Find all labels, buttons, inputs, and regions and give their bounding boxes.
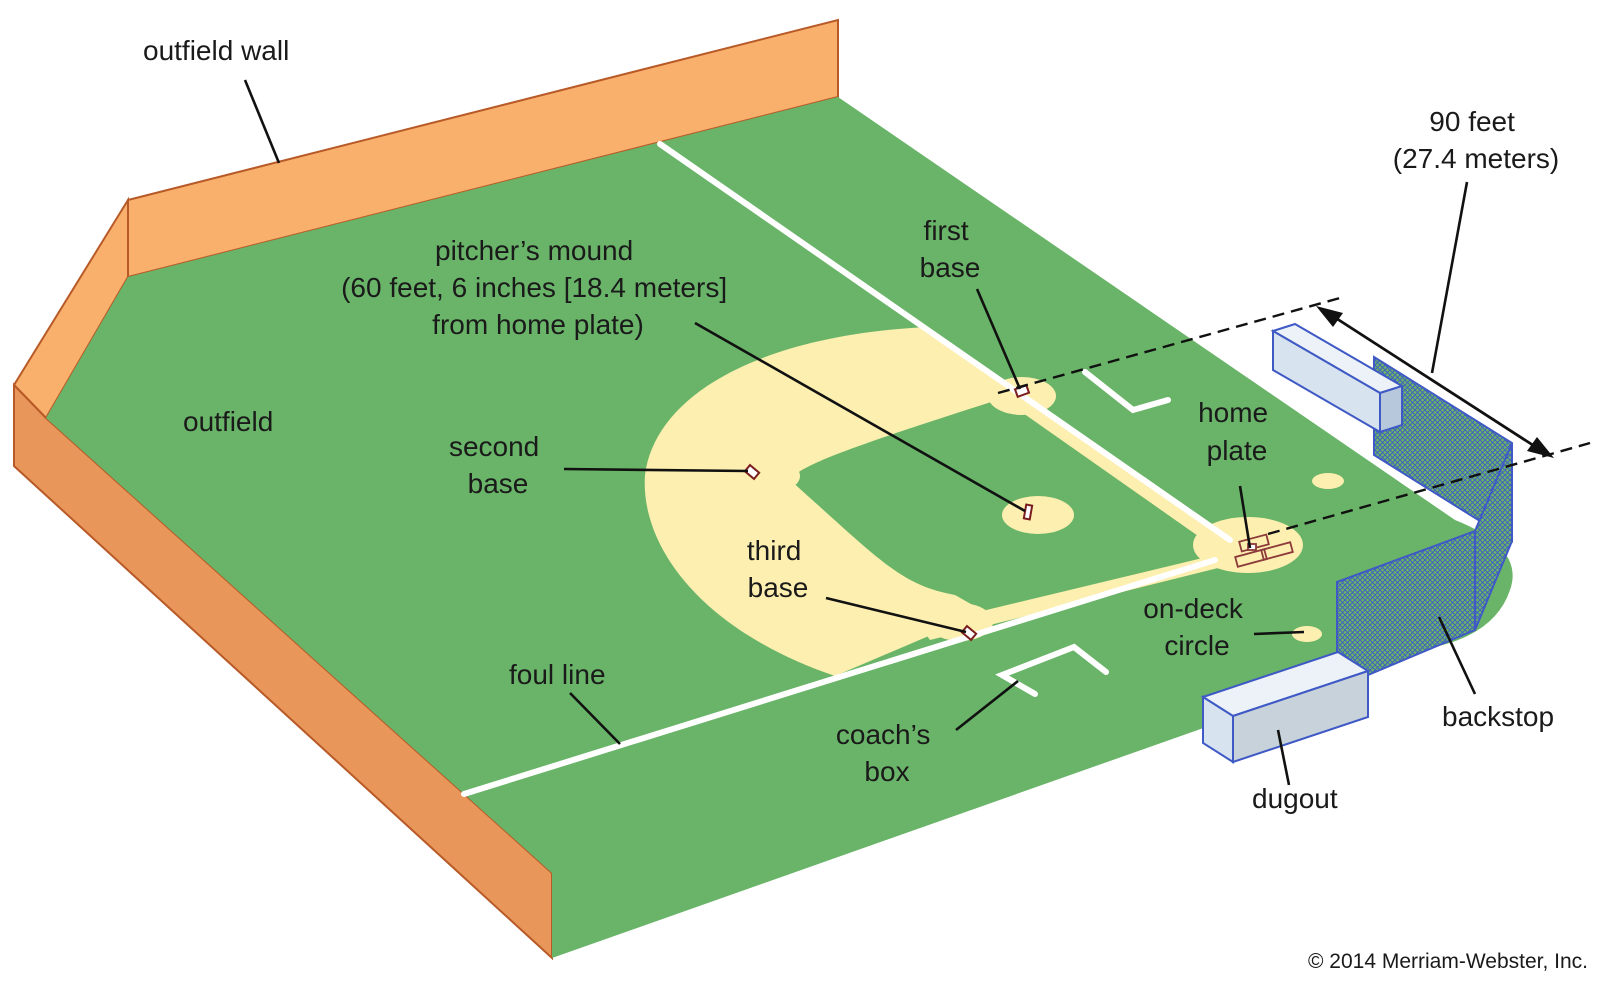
distance-dimension [997, 296, 1591, 536]
leader-outfield-wall [243, 79, 281, 164]
copyright-notice: © 2014 Merriam-Webster, Inc. [1308, 950, 1588, 973]
coachs-box-first [1082, 369, 1171, 414]
label-home-plate: home plate [1198, 397, 1276, 466]
batters-box-lower [1260, 541, 1294, 561]
on-deck-circle-right [1312, 473, 1344, 489]
leader-lines [243, 79, 1477, 786]
leader-first-base [975, 288, 1022, 390]
leader-pitchers-mound [694, 321, 1026, 513]
label-second-base: second base [449, 431, 547, 499]
first-base-line-dirt [912, 327, 1232, 550]
distance-arrowhead-bottom [1527, 437, 1554, 458]
infield-arc [644, 327, 1010, 676]
dugout-third-base [1200, 650, 1371, 764]
dugout-first-end [1379, 384, 1403, 434]
on-deck-circle-left [1292, 626, 1322, 642]
leader-on-deck-circle [1253, 630, 1305, 636]
label-third-base: third base [747, 535, 809, 603]
label-foul-line: foul line [509, 659, 606, 690]
distance-arrowhead-top [1316, 306, 1343, 327]
label-pitchers-mound: pitcher’s mound (60 feet, 6 inches [18.4… [341, 235, 735, 340]
label-outfield: outfield [183, 406, 273, 437]
outfield-wall [12, 18, 839, 961]
home-plate [1247, 543, 1257, 551]
batters-box-left [1234, 548, 1268, 568]
second-base-bag [743, 463, 761, 481]
label-first-base: first base [920, 215, 981, 283]
home-plate-boxes [1234, 533, 1294, 568]
third-base-bag [960, 624, 978, 642]
distance-dashed-line-top [997, 296, 1341, 395]
leader-coachs-box [955, 679, 1019, 732]
third-base-foul-line [461, 557, 1218, 797]
leader-home-plate [1238, 485, 1252, 549]
leader-foul-line [569, 692, 621, 745]
label-outfield-wall: outfield wall [143, 35, 289, 66]
label-dugout: dugout [1252, 783, 1338, 814]
first-base-foul-line [657, 141, 1233, 543]
leader-second-base [563, 467, 749, 473]
dugout-first-base [1270, 322, 1405, 434]
leader-third-base [825, 596, 967, 634]
label-coachs-box: coach’s box [836, 719, 938, 787]
distance-arrow-line [1327, 311, 1543, 453]
leader-backstop [1437, 616, 1477, 695]
pitchers-mound [1002, 496, 1074, 534]
second-base-cutout [740, 459, 800, 493]
labels: outfield wall outfield pitcher’s mound (… [143, 35, 1588, 973]
chalk-lines [461, 141, 1233, 797]
label-distance: 90 feet (27.4 meters) [1393, 106, 1560, 174]
third-base-line-dirt [920, 555, 1222, 640]
label-backstop: backstop [1442, 701, 1554, 732]
bases [743, 383, 1034, 642]
leader-dugout [1276, 729, 1291, 786]
label-on-deck-circle: on-deck circle [1143, 593, 1250, 661]
dugout-third-side [1232, 669, 1369, 764]
pitchers-rubber [1022, 503, 1034, 521]
coachs-box-third [995, 643, 1109, 697]
leader-distance [1430, 181, 1469, 374]
